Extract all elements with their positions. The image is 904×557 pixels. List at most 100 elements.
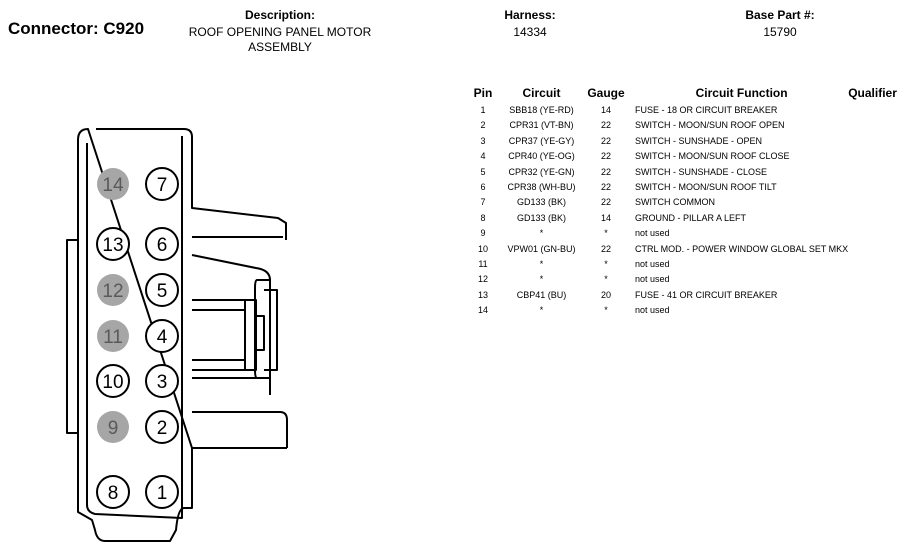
cell-qualifier	[848, 149, 897, 164]
pin-circle	[96, 227, 130, 261]
pin-label: 7	[157, 175, 168, 196]
table-row: 11 * * not used	[466, 257, 897, 272]
cell-gauge: *	[604, 259, 608, 270]
cell-qualifier	[848, 272, 897, 287]
pin-circle	[96, 364, 130, 398]
pin-label: 5	[157, 281, 168, 302]
pin-label: 4	[157, 327, 168, 348]
pin-cavity-8: 8	[96, 475, 130, 509]
cell-function: not used	[635, 305, 670, 316]
cell-gauge: 14	[600, 212, 611, 223]
cell-qualifier	[848, 103, 897, 118]
cell-function: not used	[635, 259, 670, 270]
pin-circle	[145, 319, 179, 353]
cell-pin: 3	[480, 135, 486, 146]
cell-qualifier	[848, 226, 897, 241]
cell-gauge: *	[604, 305, 608, 316]
cell-function: SWITCH - MOON/SUN ROOF TILT	[635, 182, 777, 193]
pin-label: 12	[102, 281, 123, 302]
pin-cavity-11: 11	[97, 320, 129, 352]
pin-cavity-6: 6	[145, 227, 179, 261]
cell-circuit: VPW01 (GN-BU)	[507, 243, 576, 254]
pin-label: 3	[157, 372, 168, 393]
pinout-table: Pin Circuit Gauge Circuit Function Quali…	[466, 86, 897, 319]
cell-function: FUSE - 41 OR CIRCUIT BREAKER	[635, 289, 778, 300]
cell-function: SWITCH - MOON/SUN ROOF CLOSE	[635, 151, 790, 162]
cell-gauge: 22	[600, 151, 611, 162]
cell-qualifier	[848, 211, 897, 226]
pin-circle	[145, 167, 179, 201]
col-header-qualifier: Qualifier	[848, 86, 897, 100]
cell-pin: 13	[477, 289, 488, 300]
harness-label: Harness:	[504, 8, 556, 22]
pin-circle	[145, 273, 179, 307]
cell-function: FUSE - 18 OR CIRCUIT BREAKER	[635, 105, 778, 115]
cell-circuit: *	[539, 228, 544, 239]
table-row: 12 * * not used	[466, 272, 897, 287]
cell-function: CTRL MOD. - POWER WINDOW GLOBAL SET MKX	[635, 243, 849, 254]
cell-pin: 6	[480, 182, 486, 193]
base-part-label: Base Part #:	[745, 8, 815, 22]
cell-pin: 12	[477, 274, 488, 285]
cell-function: SWITCH - SUNSHADE - CLOSE	[635, 166, 768, 177]
pin-circle	[97, 320, 129, 352]
cell-qualifier	[848, 288, 897, 303]
cell-circuit: CPR38 (WH-BU)	[507, 182, 576, 193]
cell-gauge: *	[604, 274, 608, 285]
base-part-value: 15790	[763, 25, 797, 39]
table-row: 14 * * not used	[466, 303, 897, 318]
pin-circle	[97, 168, 129, 200]
cell-qualifier	[848, 195, 897, 210]
description-label: Description:	[244, 8, 315, 22]
col-header-pin: Pin	[473, 86, 493, 100]
cell-pin: 5	[480, 166, 486, 177]
cell-pin: 10	[477, 243, 488, 254]
cell-qualifier	[848, 303, 897, 318]
cell-circuit: CPR32 (YE-GN)	[508, 166, 575, 177]
cell-pin: 2	[480, 120, 486, 131]
cell-function: SWITCH - SUNSHADE - OPEN	[635, 135, 763, 146]
cell-circuit: CBP41 (BU)	[516, 289, 567, 300]
cell-gauge: 20	[600, 289, 611, 300]
harness-value: 14334	[513, 25, 547, 39]
pin-label: 11	[103, 327, 123, 348]
pin-label: 6	[157, 235, 168, 256]
col-header-gauge: Gauge	[587, 86, 625, 100]
pin-cavity-9: 9	[97, 411, 129, 443]
cell-circuit: GD133 (BK)	[516, 212, 567, 223]
pin-label: 8	[108, 483, 119, 504]
connector-left-latch	[66, 239, 78, 434]
cell-gauge: *	[604, 228, 608, 239]
col-header-circuit-function: Circuit Function	[695, 86, 788, 100]
pin-circle	[97, 274, 129, 306]
cell-circuit: *	[539, 274, 544, 285]
table-row: 9**not used	[466, 226, 897, 241]
pin-circle	[97, 411, 129, 443]
pin-cavity-13: 13	[96, 227, 130, 261]
cell-pin: 14	[477, 305, 488, 316]
pin-cavity-1: 1	[145, 475, 179, 509]
cell-function: not used	[635, 274, 670, 285]
cell-pin: 4	[480, 151, 486, 162]
cell-circuit: *	[539, 259, 544, 270]
table-header-row: Pin Circuit Gauge Circuit Function Quali…	[466, 86, 897, 103]
pin-circle	[145, 227, 179, 261]
cell-function: GROUND - PILLAR A LEFT	[635, 212, 747, 223]
cell-circuit: *	[539, 305, 544, 316]
pin-circle	[145, 364, 179, 398]
cell-pin: 11	[478, 259, 488, 270]
pin-cavity-10: 10	[96, 364, 130, 398]
pin-cavity-5: 5	[145, 273, 179, 307]
cell-qualifier	[848, 118, 897, 133]
cell-gauge: 22	[600, 120, 611, 131]
cell-function: not used	[635, 228, 670, 239]
pin-cavity-7: 7	[145, 167, 179, 201]
pin-circle	[96, 475, 130, 509]
pin-cavity-12: 12	[97, 274, 129, 306]
